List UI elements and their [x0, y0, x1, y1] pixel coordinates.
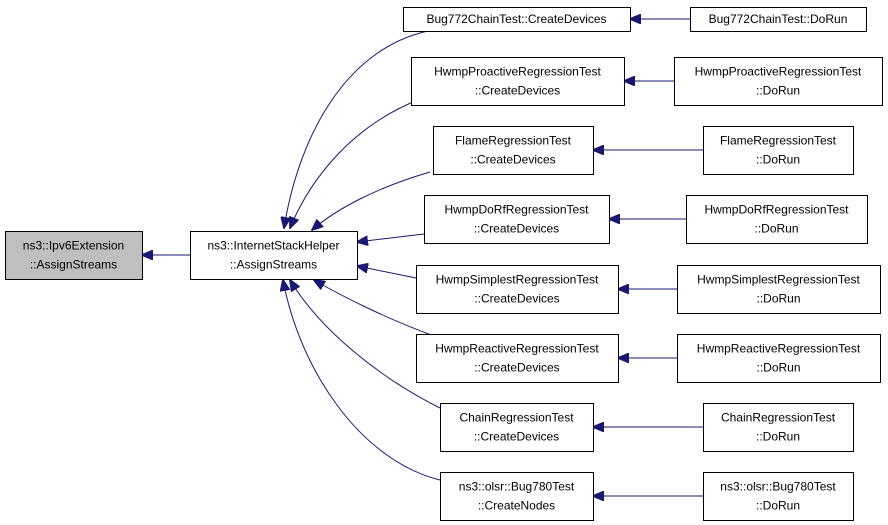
node-chain-dorun[interactable]: ChainRegressionTest::DoRun — [703, 403, 854, 452]
node-hwmpsimplest-dorun[interactable]: HwmpSimplestRegressionTest::DoRun — [677, 265, 881, 314]
edges — [142, 19, 703, 496]
node-box — [703, 403, 854, 452]
node-box — [416, 334, 619, 383]
node-box — [674, 57, 883, 106]
edge-hdorfcreate-to-ish — [357, 233, 425, 242]
node-box — [690, 7, 867, 32]
node-label-line: ::CreateDevices — [474, 222, 559, 236]
node-box — [403, 7, 631, 32]
node-label-line: ::CreateDevices — [474, 361, 559, 375]
node-box — [703, 126, 854, 175]
node-label-line: ::DoRun — [756, 499, 800, 513]
node-label-line: ns3::InternetStackHelper — [207, 239, 339, 253]
node-label-line: FlameRegressionTest — [720, 134, 837, 148]
node-box — [411, 57, 625, 106]
edge-flamecreate-to-ish — [312, 171, 431, 230]
node-hwmpproactive-createdevices[interactable]: HwmpProactiveRegressionTest::CreateDevic… — [411, 57, 625, 106]
node-label-line: ::AssignStreams — [30, 258, 117, 272]
node-label-line: HwmpProactiveRegressionTest — [434, 65, 601, 79]
node-label-line: Bug772ChainTest::DoRun — [709, 12, 848, 26]
node-hwmpdorf-createdevices[interactable]: HwmpDoRfRegressionTest::CreateDevices — [424, 195, 610, 244]
node-box — [433, 126, 594, 175]
node-box — [686, 195, 868, 244]
node-olsr-bug780-createnodes[interactable]: ns3::olsr::Bug780Test::CreateNodes — [440, 472, 594, 521]
node-box — [677, 334, 881, 383]
node-hwmpdorf-dorun[interactable]: HwmpDoRfRegressionTest::DoRun — [686, 195, 868, 244]
node-label-line: ChainRegressionTest — [721, 411, 836, 425]
node-label-line: ns3::olsr::Bug780Test — [459, 480, 575, 494]
node-label-line: ::CreateNodes — [478, 499, 555, 513]
edge-bug772create-to-ish — [284, 29, 434, 228]
node-label-line: ::DoRun — [754, 222, 798, 236]
edge-hsimpcreate-to-ish — [357, 266, 417, 279]
edge-hreactcreate-to-ish — [314, 280, 435, 337]
node-label-line: ::DoRun — [756, 430, 800, 444]
node-label-line: ::DoRun — [756, 153, 800, 167]
node-box — [440, 403, 594, 452]
node-box — [677, 265, 881, 314]
node-hwmpreactive-dorun[interactable]: HwmpReactiveRegressionTest::DoRun — [677, 334, 881, 383]
node-label-line: FlameRegressionTest — [455, 134, 572, 148]
node-flame-createdevices[interactable]: FlameRegressionTest::CreateDevices — [433, 126, 594, 175]
node-label-line: ::DoRun — [756, 84, 800, 98]
node-olsr-bug780-dorun[interactable]: ns3::olsr::Bug780Test::DoRun — [703, 472, 854, 521]
edge-olsrcreate-to-ish — [283, 280, 441, 481]
node-label-line: ns3::Ipv6Extension — [23, 239, 124, 253]
node-label-line: ::CreateDevices — [474, 430, 559, 444]
node-box — [190, 231, 358, 280]
node-bug772chaintest-createdevices[interactable]: Bug772ChainTest::CreateDevices — [403, 7, 631, 32]
node-label-line: HwmpDoRfRegressionTest — [444, 203, 589, 217]
node-label-line: ns3::olsr::Bug780Test — [720, 480, 836, 494]
node-box — [424, 195, 610, 244]
node-label-line: ChainRegressionTest — [459, 411, 574, 425]
node-box — [440, 472, 594, 521]
node-label-line: ::CreateDevices — [475, 84, 560, 98]
node-label-line: HwmpSimplestRegressionTest — [436, 273, 599, 287]
node-internetstackhelper-assignstreams[interactable]: ns3::InternetStackHelper::AssignStreams — [190, 231, 358, 280]
node-box — [703, 472, 854, 521]
node-label-line: HwmpSimplestRegressionTest — [697, 273, 860, 287]
node-hwmpsimplest-createdevices[interactable]: HwmpSimplestRegressionTest::CreateDevice… — [416, 265, 619, 314]
node-label-line: Bug772ChainTest::CreateDevices — [426, 12, 606, 26]
edge-hproactcreate-to-ish — [290, 99, 419, 228]
node-label-line: HwmpReactiveRegressionTest — [697, 342, 861, 356]
node-hwmpreactive-createdevices[interactable]: HwmpReactiveRegressionTest::CreateDevice… — [416, 334, 619, 383]
node-hwmpproactive-dorun[interactable]: HwmpProactiveRegressionTest::DoRun — [674, 57, 883, 106]
node-box — [5, 231, 143, 280]
node-label-line: HwmpDoRfRegressionTest — [704, 203, 849, 217]
node-label-line: ::DoRun — [756, 361, 800, 375]
node-label-line: ::AssignStreams — [230, 258, 317, 272]
node-flame-dorun[interactable]: FlameRegressionTest::DoRun — [703, 126, 854, 175]
node-box — [416, 265, 619, 314]
node-ipv6-extension-assignstreams[interactable]: ns3::Ipv6Extension::AssignStreams — [5, 231, 143, 280]
node-label-line: ::CreateDevices — [474, 292, 559, 306]
node-chain-createdevices[interactable]: ChainRegressionTest::CreateDevices — [440, 403, 594, 452]
node-label-line: HwmpReactiveRegressionTest — [435, 342, 599, 356]
nodes: ns3::Ipv6Extension::AssignStreams ns3::I… — [5, 7, 883, 521]
edge-chaincreate-to-ish — [290, 280, 441, 409]
node-label-line: HwmpProactiveRegressionTest — [695, 65, 862, 79]
node-label-line: ::DoRun — [756, 292, 800, 306]
node-label-line: ::CreateDevices — [470, 153, 555, 167]
node-bug772chaintest-dorun[interactable]: Bug772ChainTest::DoRun — [690, 7, 867, 32]
